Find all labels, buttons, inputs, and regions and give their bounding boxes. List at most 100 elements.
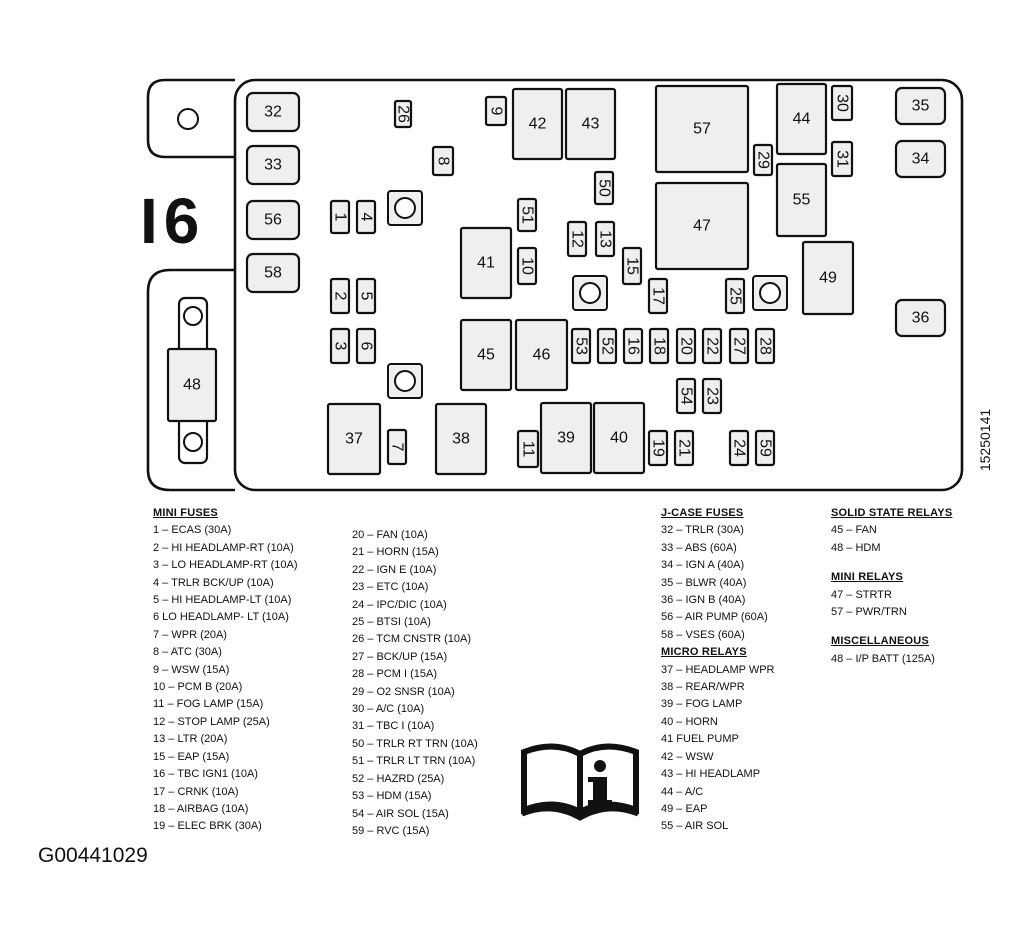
component-54-label: 54: [678, 387, 695, 405]
legend-item: 55 – AIR SOL: [661, 820, 729, 833]
component-36: 36: [894, 298, 947, 338]
component-22: 22: [701, 327, 723, 365]
component-35-box: [894, 86, 947, 126]
legend-item: 43 – HI HEADLAMP: [661, 768, 761, 781]
component-53: 53: [570, 327, 592, 365]
legend-heading-miscellaneous: MISCELLANEOUS: [831, 635, 929, 648]
component-38-box: [434, 402, 488, 476]
legend-item: 20 – FAN (10A): [352, 529, 428, 541]
component-46-label: 46: [533, 347, 551, 364]
component-18-box: [648, 327, 670, 365]
component-36-box: [894, 298, 947, 338]
legend-item: 1 – ECAS (30A): [153, 524, 232, 537]
component-43-box: [564, 87, 617, 161]
component-30-box: [830, 84, 854, 122]
component-52-box: [596, 327, 618, 365]
legend-item: 41 FUEL PUMP: [661, 733, 739, 746]
mounting-hole-top: [177, 108, 199, 130]
fuse-block-housing: [233, 78, 964, 492]
component-32: 32: [245, 91, 301, 133]
component-44-label: 44: [793, 111, 811, 128]
component-8-label: 8: [435, 157, 452, 166]
legend-item: 48 – I/P BATT (125A): [831, 652, 935, 665]
component-10-box: [516, 246, 538, 286]
component-25-label: 25: [727, 287, 744, 305]
component-43: 43: [564, 87, 617, 161]
component-41: 41: [459, 226, 513, 300]
component-38: 38: [434, 402, 488, 476]
component-31: 31: [830, 140, 854, 178]
component-24: 24: [728, 429, 750, 467]
component-32-box: [245, 91, 301, 133]
stud-layer: [387, 190, 788, 399]
component-44-box: [775, 82, 828, 156]
component-29-box: [752, 143, 774, 177]
legend-item: 12 – STOP LAMP (25A): [153, 715, 270, 728]
component-53-label: 53: [573, 337, 590, 355]
component-30-label: 30: [834, 94, 851, 112]
panel-label: I6: [140, 185, 205, 257]
legend-item: 56 – AIR PUMP (60A): [661, 611, 768, 624]
component-55-label: 55: [793, 192, 811, 209]
component-40: 40: [592, 401, 646, 475]
component-23-label: 23: [704, 387, 721, 405]
component-49: 49: [801, 240, 855, 316]
legend-item: 54 – AIR SOL (15A): [352, 807, 449, 820]
component-6-label: 6: [358, 342, 375, 351]
component-58: 58: [245, 252, 301, 294]
legend-item: 39 – FOG LAMP: [661, 698, 743, 711]
component-12-label: 12: [569, 230, 586, 248]
component-28-label: 28: [757, 337, 774, 355]
legend-item: 52 – HAZRD (25A): [352, 772, 445, 785]
component-4-box: [355, 199, 377, 235]
legend-item: 16 – TBC IGN1 (10A): [153, 768, 258, 781]
legend-item: 7 – WPR (20A): [153, 628, 227, 641]
legend-item: 11 – FOG LAMP (15A): [153, 698, 264, 711]
component-16-box: [622, 327, 644, 365]
component-48-label: 48: [183, 377, 201, 394]
component-5: 5: [355, 277, 377, 315]
component-16-label: 16: [625, 337, 642, 355]
legend-item: 36 – IGN B (40A): [661, 594, 746, 607]
component-39: 39: [539, 401, 593, 475]
legend-item: 24 – IPC/DIC (10A): [352, 598, 447, 611]
component-4-label: 4: [358, 213, 375, 222]
component-50-box: [593, 170, 615, 206]
legend-item: 3 – LO HEADLAMP-RT (10A): [153, 559, 298, 572]
legend-heading-mini-relays: MINI RELAYS: [831, 571, 904, 584]
component-50: 50: [593, 170, 615, 206]
legend-item: 2 – HI HEADLAMP-RT (10A): [153, 541, 294, 554]
legend-item: 15 – EAP (15A): [153, 750, 230, 763]
component-13-label: 13: [597, 230, 614, 248]
component-7: 7: [386, 428, 408, 466]
component-1: 1: [329, 199, 351, 235]
component-31-label: 31: [834, 150, 851, 168]
component-21: 21: [673, 429, 695, 467]
component-45: 45: [459, 318, 513, 392]
component-46-box: [514, 318, 569, 392]
component-57-box: [654, 84, 750, 174]
legend-item: 25 – BTSI (10A): [352, 616, 431, 629]
legend-item: 47 – STRTR: [831, 588, 892, 601]
component-8: 8: [431, 145, 455, 177]
component-37-box: [326, 402, 382, 476]
legend-micro-relays-list: 37 – HEADLAMP WPR 38 – REAR/WPR 39 – FOG L…: [661, 662, 775, 836]
component-49-box: [801, 240, 855, 316]
legend-item: 38 – REAR/WPR: [661, 681, 745, 694]
component-18: 18: [648, 327, 670, 365]
legend-item: 34 – IGN A (40A): [661, 559, 745, 572]
component-8-box: [431, 145, 455, 177]
component-22-label: 22: [704, 337, 721, 355]
component-39-box: [539, 401, 593, 475]
legend-item: 35 – BLWR (40A): [661, 576, 747, 589]
component-11-label: 11: [520, 441, 537, 458]
component-57: 57: [654, 84, 750, 174]
component-7-box: [386, 428, 408, 466]
component-15-label: 15: [624, 257, 641, 275]
component-59-label: 59: [757, 439, 774, 457]
legend-item: 40 – HORN: [661, 715, 718, 728]
component-45-box: [459, 318, 513, 392]
legend-item: 37 – HEADLAMP WPR: [661, 663, 775, 676]
